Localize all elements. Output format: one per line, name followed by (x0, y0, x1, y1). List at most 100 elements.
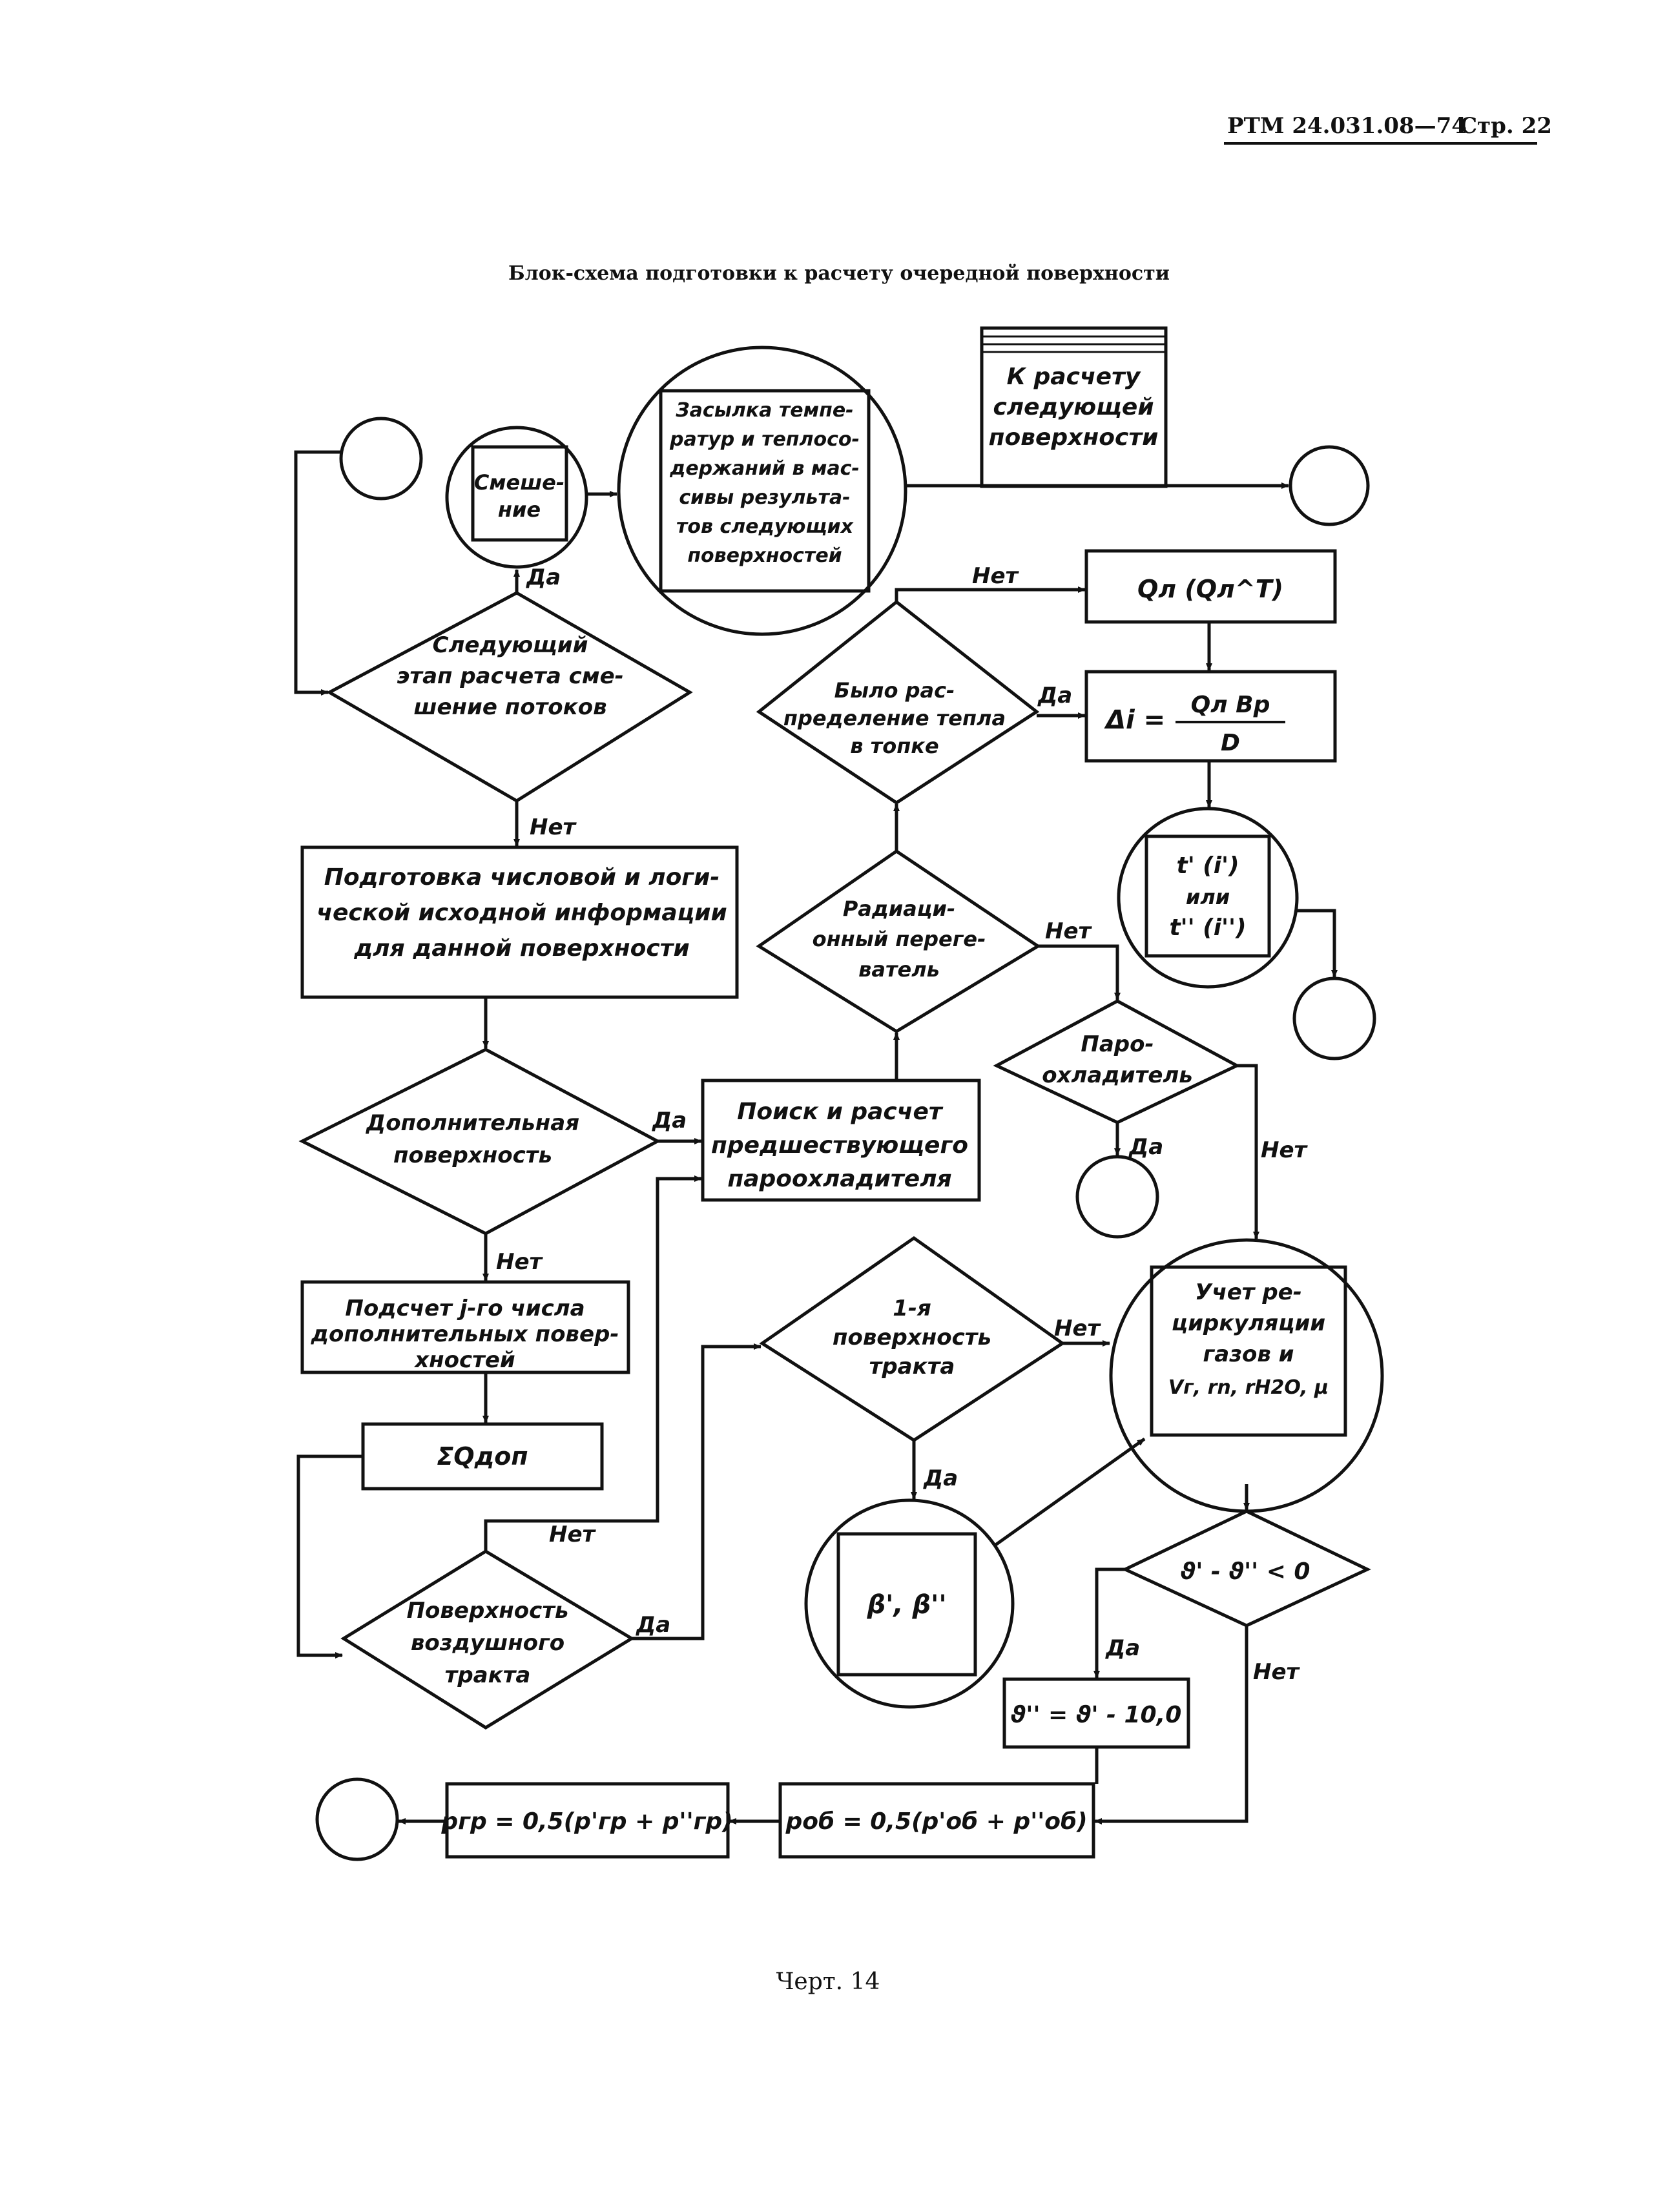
svg-text:этап расчета сме-: этап расчета сме- (397, 663, 624, 689)
svg-text:поверхностей: поверхностей (687, 544, 842, 567)
svg-text:Радиаци-: Радиаци- (843, 896, 955, 921)
svg-text:Подготовка числовой и логи-: Подготовка числовой и логи- (324, 864, 720, 891)
connector-desuperheater-circle (1075, 1155, 1159, 1239)
delta-i-text: Δi = Qл Bр D (1104, 692, 1285, 756)
svg-text:сивы результа-: сивы результа- (679, 486, 850, 509)
doc-code: РТМ 24.031.08—74 (1227, 113, 1467, 139)
heat-distribution-text: Было рас- пределение тепла в топке (783, 678, 1006, 758)
svg-text:или: или (1186, 885, 1230, 909)
no-label-additional: Нет (496, 1249, 544, 1275)
svg-text:охладитель: охладитель (1042, 1062, 1193, 1088)
svg-text:Паро-: Паро- (1081, 1031, 1154, 1057)
svg-text:Дополнительная: Дополнительная (366, 1110, 579, 1136)
svg-text:t' (i'): t' (i') (1176, 853, 1239, 879)
desuperheater-decision (993, 999, 1241, 1124)
beta-circle (804, 1498, 1015, 1709)
t-i-block (1145, 834, 1271, 958)
prepare-info-text: Подготовка числовой и логи- ческой исход… (316, 864, 727, 962)
sum-q-text: ΣQдоп (437, 1442, 528, 1471)
svg-text:поверхности: поверхности (989, 424, 1159, 451)
svg-text:ратур и теплосо-: ратур и теплосо- (669, 428, 860, 451)
no-label-desuper: Нет (1261, 1137, 1309, 1163)
svg-text:в топке: в топке (850, 734, 938, 758)
q-l-text: Qл (Qл^T) (1137, 575, 1283, 603)
svg-text:для данной поверхности: для данной поверхности (353, 935, 690, 962)
beta-block (836, 1532, 977, 1677)
recirculation-text: Учет ре- циркуляции газов и Vг, rn, rH2O… (1168, 1279, 1329, 1399)
diagram-title: Блок-схема подготовки к расчету очередно… (508, 262, 1170, 285)
search-desuperheater-block (701, 1079, 981, 1202)
svg-text:хностей: хностей (413, 1347, 515, 1373)
heat-distribution-decision (756, 599, 1040, 805)
no-label-air: Нет (549, 1522, 597, 1547)
prepare-info-block (300, 845, 739, 999)
svg-text:Засылка темпе-: Засылка темпе- (675, 399, 853, 422)
no-label-q: Нет (972, 563, 1020, 589)
svg-text:Учет ре-: Учет ре- (1195, 1279, 1302, 1305)
yes-label-delta: Да (1037, 683, 1072, 708)
mixing-circle (445, 426, 588, 569)
desuperheater-text: Паро- охладитель (1042, 1031, 1193, 1088)
first-surface-text: 1-я поверхность тракта (833, 1296, 991, 1380)
svg-text:Δi =: Δi = (1104, 705, 1165, 735)
svg-text:Qл Bр: Qл Bр (1191, 692, 1270, 718)
air-path-surface-text: Поверхность воздушного тракта (407, 1598, 569, 1688)
recirculation-block (1150, 1265, 1347, 1437)
theta-check-text: ϑ' - ϑ'' < 0 (1181, 1558, 1310, 1585)
p-steam-text: pоб = 0,5(p'об + p''об) (785, 1808, 1087, 1835)
page-number: Стр. 22 (1460, 113, 1552, 139)
svg-text:тов следующих: тов следующих (676, 515, 855, 538)
next-stage-mixing-text: Следующий этап расчета сме- шение потоко… (397, 632, 624, 720)
svg-text:циркуляции: циркуляции (1172, 1310, 1325, 1336)
t-i-text: t' (i') или t'' (i'') (1169, 853, 1246, 941)
svg-text:t'' (i''): t'' (i'') (1169, 915, 1246, 941)
yes-label-air: Да (636, 1612, 670, 1638)
additional-surface-decision (298, 1048, 661, 1235)
figure-caption: Черт. 14 (776, 1969, 880, 1995)
svg-text:предшествующего: предшествующего (711, 1132, 968, 1159)
svg-text:1-я: 1-я (893, 1296, 931, 1321)
svg-text:поверхность: поверхность (393, 1142, 552, 1168)
svg-text:ние: ние (498, 497, 541, 522)
p-gas-text: pгр = 0,5(p'гр + p''гр) (440, 1808, 732, 1835)
svg-text:Смеше-: Смеше- (474, 470, 565, 495)
no-label-first: Нет (1054, 1316, 1102, 1341)
svg-text:держаний в мас-: держаний в мас- (669, 457, 860, 480)
yes-label-first: Да (923, 1465, 958, 1491)
svg-text:ческой исходной информации: ческой исходной информации (316, 900, 727, 926)
no-label-theta: Нет (1253, 1659, 1301, 1685)
svg-text:следующей: следующей (993, 394, 1154, 420)
yes-label-mixing: Да (526, 564, 561, 590)
send-arrays-text: Засылка темпе- ратур и теплосо- держаний… (669, 399, 860, 567)
air-path-surface-decision (340, 1549, 635, 1730)
send-arrays-circle (617, 346, 907, 636)
svg-text:поверхность: поверхность (833, 1325, 991, 1350)
yes-label-theta: Да (1105, 1635, 1140, 1661)
svg-text:Поиск и расчет: Поиск и расчет (737, 1099, 944, 1125)
svg-text:дополнительных повер-: дополнительных повер- (311, 1321, 619, 1347)
no-label-prepare: Нет (530, 814, 577, 840)
yes-label-additional: Да (652, 1108, 687, 1133)
count-additional-block (300, 1280, 630, 1374)
connector-t-circle (1292, 977, 1376, 1060)
theta-set-text: ϑ'' = ϑ' - 10,0 (1011, 1702, 1182, 1728)
svg-text:пределение тепла: пределение тепла (783, 706, 1006, 730)
svg-text:воздушного: воздушного (411, 1630, 565, 1656)
svg-text:пароохладителя: пароохладителя (727, 1166, 951, 1192)
svg-text:D: D (1221, 730, 1240, 756)
connector-exit-circle (315, 1777, 399, 1861)
mixing-text: Смеше- ние (474, 470, 565, 522)
count-additional-text: Подсчет j-го числа дополнительных повер-… (311, 1296, 619, 1373)
svg-text:К расчету: К расчету (1007, 364, 1141, 390)
svg-text:Было рас-: Было рас- (834, 678, 955, 703)
search-desuperheater-text: Поиск и расчет предшествующего пароохлад… (711, 1099, 968, 1192)
svg-text:тракта: тракта (869, 1354, 955, 1380)
radiant-superheater-decision (756, 849, 1041, 1033)
connector-next-surface-circle (1289, 445, 1370, 526)
t-i-circle (1117, 807, 1299, 989)
connector-entry-circle (339, 417, 423, 501)
send-arrays-block (659, 389, 871, 593)
svg-text:газов и: газов и (1203, 1341, 1294, 1367)
